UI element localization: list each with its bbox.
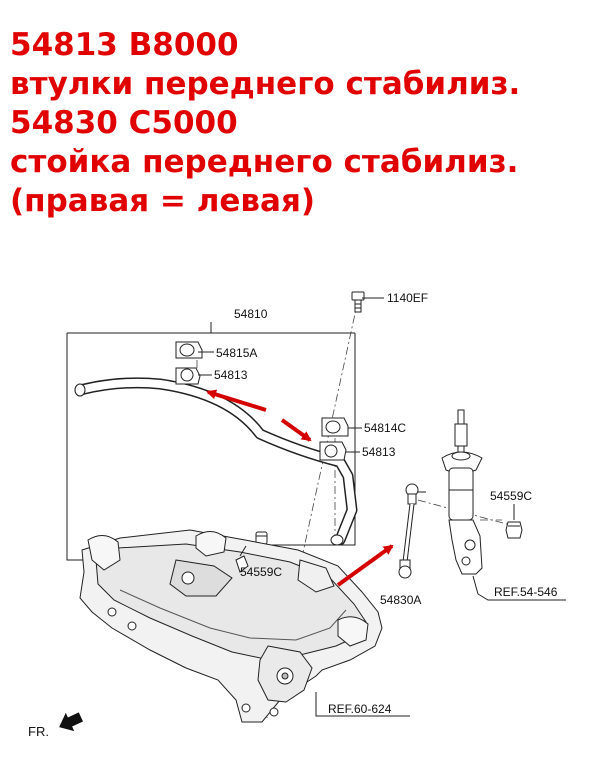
label-ref-subframe: REF.60-624 <box>328 702 392 716</box>
heading-line-part-number-link: 54830 C5000 <box>10 105 238 141</box>
subframe <box>79 529 383 723</box>
bushing-clamp-right-icon <box>321 417 362 437</box>
label-nut-right: 54559C <box>490 489 532 503</box>
assembly-frame <box>66 322 356 561</box>
stabilizer-bar <box>74 377 358 546</box>
bolt-icon <box>351 291 384 313</box>
label-bushing-right: 54813 <box>362 445 396 459</box>
bushing-clamp-left-icon <box>175 341 214 359</box>
bushing-left-icon <box>175 367 212 385</box>
heading-line-note: (правая = левая) <box>10 183 316 219</box>
strut-assembly <box>441 409 483 595</box>
label-assembly: 54810 <box>234 307 268 321</box>
label-link: 54830A <box>380 593 421 607</box>
red-arrow-icon <box>206 389 394 587</box>
arrow-icon <box>59 712 83 732</box>
label-bushing-clamp-right: 54814C <box>364 421 406 435</box>
heading-line-part-number-bushing: 54813 B8000 <box>10 27 239 63</box>
label-front: FR. <box>28 724 49 739</box>
label-bushing-clamp-left: 54815A <box>216 346 257 360</box>
nut-left-icon <box>255 531 268 545</box>
label-bushing-left: 54813 <box>214 368 248 382</box>
heading-line-bushing-description: втулки переднего стабилиз. <box>10 66 521 102</box>
label-ref-strut: REF.54-546 <box>494 585 558 599</box>
stabilizer-link <box>398 483 426 579</box>
nut-right-icon <box>505 504 523 539</box>
heading: 54813 B8000 втулки переднего стабилиз. 5… <box>10 26 520 221</box>
bushing-right-icon <box>319 441 360 461</box>
label-bolt: 1140EF <box>387 291 428 305</box>
heading-line-link-description: стойка переднего стабилиз. <box>10 144 519 180</box>
label-nut-left: 54559C <box>240 565 282 579</box>
reference-leaders <box>315 593 566 717</box>
